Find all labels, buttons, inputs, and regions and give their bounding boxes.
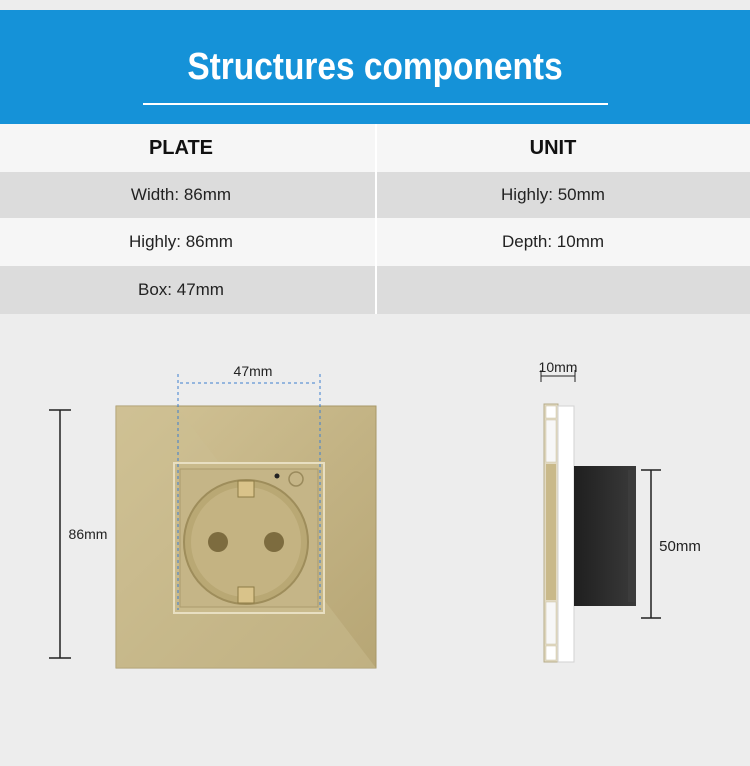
unit-height-cell: Highly: 50mm	[501, 185, 605, 204]
page-title: Structures components	[187, 46, 563, 88]
dimension-47mm: 47mm	[177, 363, 321, 610]
indicator-led	[274, 473, 280, 479]
column-header-unit: UNIT	[529, 136, 577, 159]
title-underline	[143, 103, 608, 105]
socket-side-view	[543, 403, 636, 663]
socket-front-view	[115, 405, 377, 669]
plate-box-cell: Box: 47mm	[138, 280, 224, 299]
unit-depth-cell: Depth: 10mm	[501, 232, 605, 251]
pin-hole-right	[264, 532, 284, 552]
dimension-50mm: 50mm	[641, 469, 701, 619]
touch-button	[288, 471, 304, 487]
header-banner: Structures components	[0, 10, 750, 124]
dimension-86mm: 86mm	[49, 409, 108, 659]
unit-body	[574, 466, 636, 606]
ground-clip-bottom	[237, 586, 255, 604]
pin-hole-left	[208, 532, 228, 552]
ground-clip-top	[237, 480, 255, 498]
label-10mm: 10mm	[539, 359, 578, 375]
column-header-plate: PLATE	[148, 136, 214, 159]
dimension-10mm: 10mm	[539, 359, 578, 382]
plate-width-cell: Width: 86mm	[130, 185, 232, 204]
label-50mm: 50mm	[659, 538, 701, 555]
label-86mm: 86mm	[69, 526, 108, 542]
plate-height-cell: Highly: 86mm	[129, 232, 233, 251]
column-divider	[375, 124, 377, 314]
label-47mm: 47mm	[234, 363, 273, 379]
